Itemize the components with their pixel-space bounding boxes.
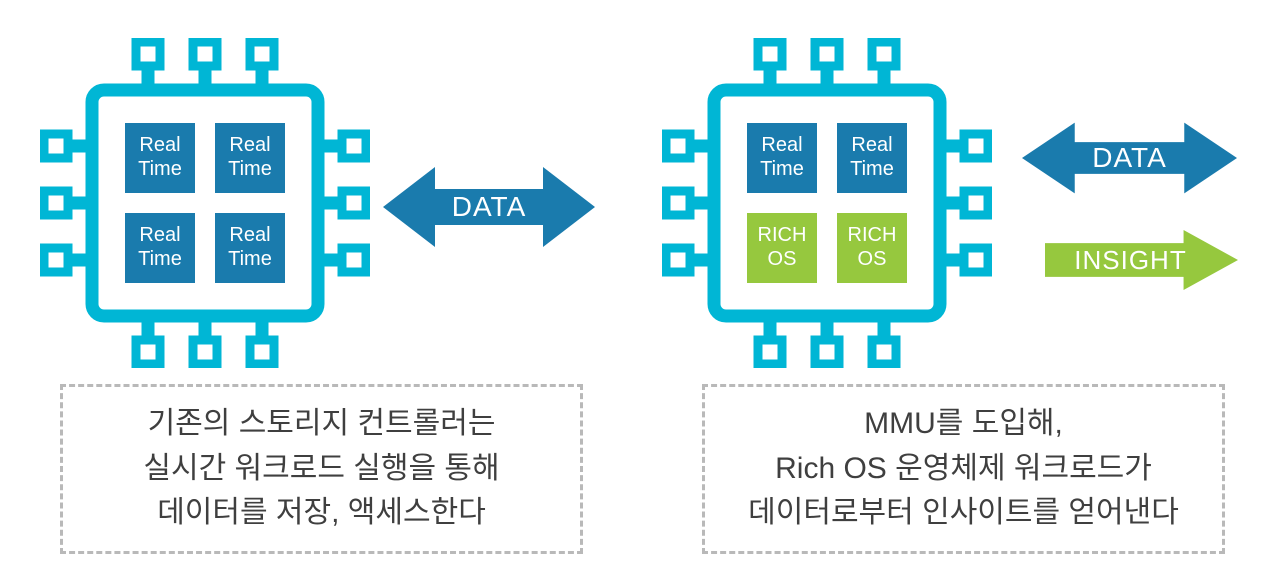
insight-arrow-label: INSIGHT bbox=[1074, 244, 1187, 275]
core-real-time-4: Real Time bbox=[215, 213, 285, 283]
double-arrow-icon bbox=[383, 167, 595, 247]
core-label-line: Real bbox=[761, 134, 803, 157]
core-label-line: RICH bbox=[757, 224, 807, 247]
caption-line: Rich OS 운영체제 워크로드가 bbox=[775, 451, 1152, 485]
caption-line: 기존의 스토리지 컨트롤러는 bbox=[147, 407, 496, 441]
core-label-line: Time bbox=[760, 158, 804, 180]
core-label-line: Time bbox=[850, 158, 894, 180]
core-label-line: OS bbox=[857, 248, 887, 270]
core-label-line: Real bbox=[139, 224, 181, 247]
core-label-line: Time bbox=[228, 248, 272, 270]
core-real-time-1: Real Time bbox=[747, 123, 817, 193]
chip-legacy-controller: Real Time Real Time Real Time Real Time bbox=[40, 38, 370, 368]
caption-line: 데이터로부터 인사이트를 얻어낸다 bbox=[748, 496, 1179, 530]
data-arrow-right: DATA bbox=[1022, 120, 1237, 196]
core-label-line: OS bbox=[767, 248, 797, 270]
core-label-line: Time bbox=[228, 158, 272, 180]
core-real-time-2: Real Time bbox=[837, 123, 907, 193]
core-real-time-2: Real Time bbox=[215, 123, 285, 193]
core-label-line: RICH bbox=[847, 224, 897, 247]
mmu-caption-box: MMU를 도입해, Rich OS 운영체제 워크로드가 데이터로부터 인사이트… bbox=[702, 384, 1225, 554]
caption-line: 실시간 워크로드 실행을 통해 bbox=[143, 451, 500, 485]
core-rich-os-2: RICH OS bbox=[837, 213, 907, 283]
data-arrow-label: DATA bbox=[451, 191, 527, 222]
data-arrow-left: DATA bbox=[383, 164, 595, 250]
insight-arrow: INSIGHT bbox=[1045, 230, 1238, 290]
core-label-line: Real bbox=[139, 134, 181, 157]
caption-line: 데이터를 저장, 액세스한다 bbox=[157, 496, 486, 530]
core-label-line: Real bbox=[229, 134, 271, 157]
core-real-time-1: Real Time bbox=[125, 123, 195, 193]
data-arrow-label: DATA bbox=[1092, 142, 1167, 173]
core-rich-os-1: RICH OS bbox=[747, 213, 817, 283]
chip-mmu-controller: Real Time Real Time RICH OS RICH OS bbox=[662, 38, 992, 368]
legacy-caption-box: 기존의 스토리지 컨트롤러는 실시간 워크로드 실행을 통해 데이터를 저장, … bbox=[60, 384, 583, 554]
core-label-line: Time bbox=[138, 158, 182, 180]
core-label-line: Real bbox=[851, 134, 893, 157]
core-label-line: Real bbox=[229, 224, 271, 247]
core-label-line: Time bbox=[138, 248, 182, 270]
core-real-time-3: Real Time bbox=[125, 213, 195, 283]
chip-outline-icon bbox=[40, 38, 370, 368]
chip-outline-icon bbox=[662, 38, 992, 368]
double-arrow-icon bbox=[1022, 122, 1237, 194]
caption-line: MMU를 도입해, bbox=[864, 407, 1063, 441]
right-arrow-icon bbox=[1045, 230, 1238, 290]
